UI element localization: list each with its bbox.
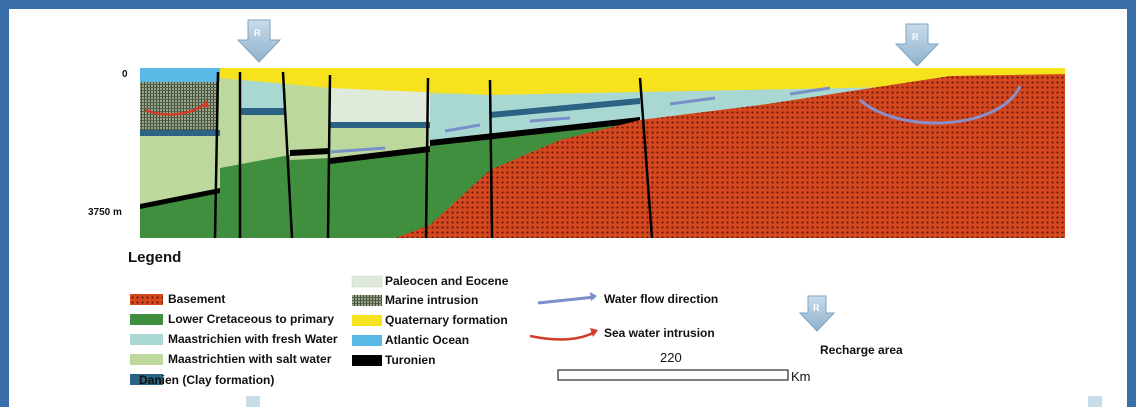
intrusion-legend-arrow — [529, 330, 596, 341]
turonien-band-1 — [140, 188, 220, 209]
danien-clay-band-1 — [140, 130, 220, 136]
lower-cretaceous-4 — [330, 150, 430, 238]
legend-title: Legend — [128, 249, 181, 266]
legend-turonien: Turonien — [385, 353, 435, 367]
legend-paleocene-eocene: Paleocen and Eocene — [385, 274, 509, 288]
recharge-legend-icon: R — [798, 295, 836, 332]
recharge-r-2: R — [912, 32, 919, 42]
legend-lower-cretaceous: Lower Cretaceous to primary — [168, 312, 334, 326]
scale-value: 220 — [660, 350, 682, 365]
flow-legend-arrowhead — [590, 292, 597, 301]
intrusion-legend-arrowhead — [590, 328, 598, 337]
recharge-marker-1: R — [236, 19, 282, 63]
swatch-maastrichien-fresh — [130, 334, 163, 345]
turonien-band-2 — [290, 148, 330, 156]
legend-flow-direction: Water flow direction — [604, 292, 718, 306]
turonien-band-4 — [430, 117, 640, 146]
legend-maastrichtien-salt: Maastrichtien with salt water — [168, 352, 332, 366]
recharge-r-1: R — [254, 28, 261, 38]
basement-layer — [395, 74, 1065, 238]
legend-basement: Basement — [168, 292, 225, 306]
swatch-turonien — [352, 355, 382, 366]
frame-right-border — [1127, 0, 1136, 407]
legend-danien: Danien (Clay formation) — [139, 373, 274, 387]
recharge-r-legend: R — [813, 303, 820, 313]
bottom-arrow-stub-2 — [1088, 396, 1102, 407]
legend-maastrichien-fresh: Maastrichien with fresh Water — [168, 332, 338, 346]
scale-bar — [557, 369, 789, 381]
fault-lines — [213, 71, 654, 239]
quaternary-formation-layer — [220, 68, 1065, 95]
bottom-arrow-stub-1 — [246, 396, 260, 407]
sea-intrusion-arrow — [144, 102, 206, 116]
scale-unit: Km — [791, 369, 811, 384]
recharge-marker-2: R — [894, 23, 940, 67]
lower-cretaceous-2 — [220, 155, 290, 238]
depth-label-top: 0 — [122, 69, 128, 80]
legend-quaternary: Quaternary formation — [385, 313, 508, 327]
geologic-layers — [140, 68, 1065, 239]
swatch-marine-intrusion — [352, 295, 382, 306]
swatch-danien — [130, 374, 163, 385]
sea-intrusion-arrowhead — [201, 100, 209, 108]
legend-recharge-area: Recharge area — [820, 343, 903, 357]
paleocene-eocene-block — [330, 88, 430, 128]
flow-arrows — [329, 85, 1022, 154]
lower-cretaceous-1 — [140, 192, 220, 238]
swatch-basement — [130, 294, 163, 305]
atlantic-ocean-layer — [140, 68, 220, 82]
depth-label-bottom: 3750 m — [88, 207, 122, 218]
legend-sea-intrusion: Sea water intrusion — [604, 326, 715, 340]
swatch-quaternary — [352, 315, 382, 326]
danien-clay-band-4 — [490, 98, 640, 118]
swatch-paleocene-eocene — [351, 275, 383, 288]
legend-marine-intrusion: Marine intrusion — [385, 293, 478, 307]
flow-legend-arrow — [537, 295, 596, 305]
danien-clay-band-2 — [240, 108, 285, 115]
frame-top-border — [0, 0, 1136, 9]
swatch-maastrichtien-salt — [130, 354, 163, 365]
lower-cretaceous-3 — [290, 158, 330, 238]
danien-clay-band-3 — [330, 122, 430, 128]
frame-left-border — [0, 0, 9, 407]
turonien-band-3 — [330, 146, 430, 164]
swatch-lower-cretaceous — [130, 314, 163, 325]
legend-atlantic: Atlantic Ocean — [385, 333, 469, 347]
swatch-atlantic — [352, 335, 382, 346]
